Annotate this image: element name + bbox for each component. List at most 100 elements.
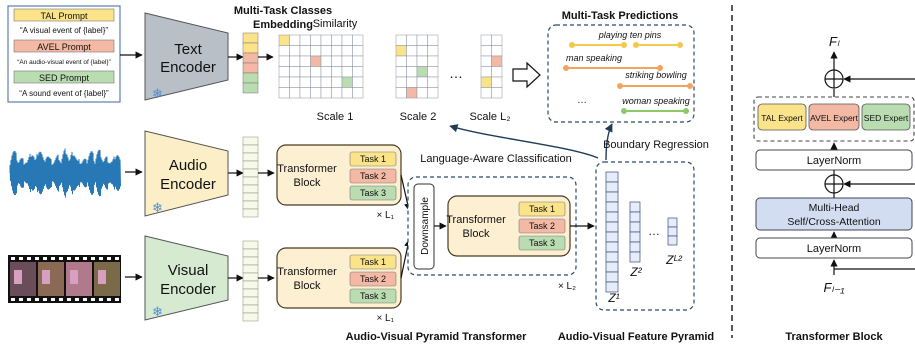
pyramid-cell: [629, 231, 641, 243]
feature-cell: [242, 160, 259, 170]
similarity-cell: [395, 34, 407, 46]
similarity-grid-scale-1: [278, 34, 364, 99]
sed-expert-label: SED Expert: [864, 113, 909, 123]
pyramid-cell: [605, 251, 619, 263]
similarity-cell: [278, 66, 290, 78]
to-predictions-arrow: [512, 61, 541, 89]
similarity-cell: [320, 55, 332, 67]
similarity-cell: [331, 45, 343, 57]
pyramid-task-3-chip: [518, 235, 566, 251]
visual-feature-column: [242, 240, 259, 322]
visual-encoder-trapezoid: [144, 235, 229, 321]
attention-box: [755, 197, 913, 231]
pyramid-cell: [629, 201, 641, 213]
prediction-tracks: [563, 42, 693, 114]
sprocket-hole: [51, 257, 55, 260]
similarity-cell: [480, 66, 492, 78]
similarity-cell: [289, 34, 301, 46]
sprocket-hole: [43, 257, 47, 260]
feature-cell: [242, 176, 259, 186]
pyramid-cell: [605, 201, 619, 213]
prediction-item-3: striking bowling: [625, 70, 687, 80]
similarity-cell: [310, 45, 322, 57]
layernorm-bottom-label: LayerNorm: [807, 243, 861, 255]
pyramid-cell: [605, 171, 619, 183]
frame-figure: [70, 270, 78, 284]
similarity-cell: [331, 66, 343, 78]
pyramid-cell: [605, 241, 619, 253]
sprocket-hole: [35, 298, 39, 301]
similarity-cell: [480, 45, 492, 57]
similarity-cell: [416, 55, 428, 67]
similarity-cell: [299, 34, 311, 46]
layernorm-top-label: LayerNorm: [807, 155, 861, 167]
similarity-cell: [480, 55, 492, 67]
similarity-cell: [352, 66, 364, 78]
similarity-cell: [278, 55, 290, 67]
audio-task-1: Task 1: [360, 154, 386, 164]
visual-task-3-chip: [349, 288, 397, 304]
sprocket-hole: [99, 257, 103, 260]
similarity-cell: [278, 87, 290, 99]
feature-cell: [242, 296, 259, 306]
similarity-cell: [310, 34, 322, 46]
prediction-endpoint: [687, 83, 693, 89]
feature-cell: [242, 280, 259, 290]
sprocket-hole: [27, 298, 31, 301]
similarity-cell: [289, 55, 301, 67]
sprocket-hole: [99, 298, 103, 301]
similarity-cell: [278, 76, 290, 88]
feature-cell: [242, 184, 259, 194]
similarity-cell: [299, 66, 311, 78]
attention-label-2: Self/Cross-Attention: [787, 216, 881, 228]
similarity-cell: [427, 76, 439, 88]
tal-prompt-header: [13, 8, 115, 22]
similarity-cell: [331, 55, 343, 67]
avel-expert-label: AVEL Expert: [810, 113, 858, 123]
pyramid-cell: [605, 261, 619, 273]
avel-prompt-title: AVEL Prompt: [37, 42, 91, 52]
pyramid-task-1-chip: [518, 201, 566, 217]
similarity-cell: [480, 76, 492, 88]
prediction-endpoint: [657, 65, 663, 71]
text-encoder-label-2: Encoder: [160, 59, 216, 76]
prediction-item-1: playing ten pins: [598, 30, 662, 40]
sprocket-hole: [115, 257, 119, 260]
visual-encoder-label-2: Encoder: [160, 281, 216, 298]
similarity-cell: [416, 87, 428, 99]
audio-task-3-chip: [349, 185, 397, 201]
similarity-cell: [352, 87, 364, 99]
sprocket-hole: [67, 298, 71, 301]
similarity-cell: [427, 66, 439, 78]
similarity-cell: [395, 55, 407, 67]
prediction-endpoint: [617, 83, 623, 89]
similarity-cell: [310, 55, 322, 67]
visual-encoder-label-1: Visual: [168, 262, 209, 279]
pyramid-cell: [605, 271, 619, 283]
similarity-cell: [352, 76, 364, 88]
pyramid-cell: [629, 241, 641, 253]
tal-prompt-text: “A visual event of {label}”: [20, 26, 108, 35]
pyramid-cell: [605, 181, 619, 193]
video-frame: [66, 262, 92, 296]
similarity-cell: [491, 34, 503, 46]
sprocket-hole: [11, 298, 15, 301]
pyramid-cell: [605, 221, 619, 233]
embedding-cell: [242, 52, 259, 64]
feature-cell: [242, 312, 259, 322]
z1-label: Z¹: [607, 291, 619, 305]
visual-times-l1: × L₁: [376, 313, 394, 324]
similarity-cell: [416, 66, 428, 78]
audio-transformer-label-1: Transformer: [277, 163, 337, 175]
sprocket-hole: [107, 257, 111, 260]
predictions-box: [547, 24, 695, 123]
similarity-cell: [310, 87, 322, 99]
sed-prompt-title: SED Prompt: [39, 73, 90, 83]
similarity-cell: [299, 45, 311, 57]
pyramid-cell: [629, 211, 641, 223]
similarity-cell: [491, 66, 503, 78]
pyramid-task-2-chip: [518, 218, 566, 234]
similarity-cell: [289, 87, 301, 99]
similarity-cell: [480, 87, 492, 99]
sprocket-hole: [67, 257, 71, 260]
